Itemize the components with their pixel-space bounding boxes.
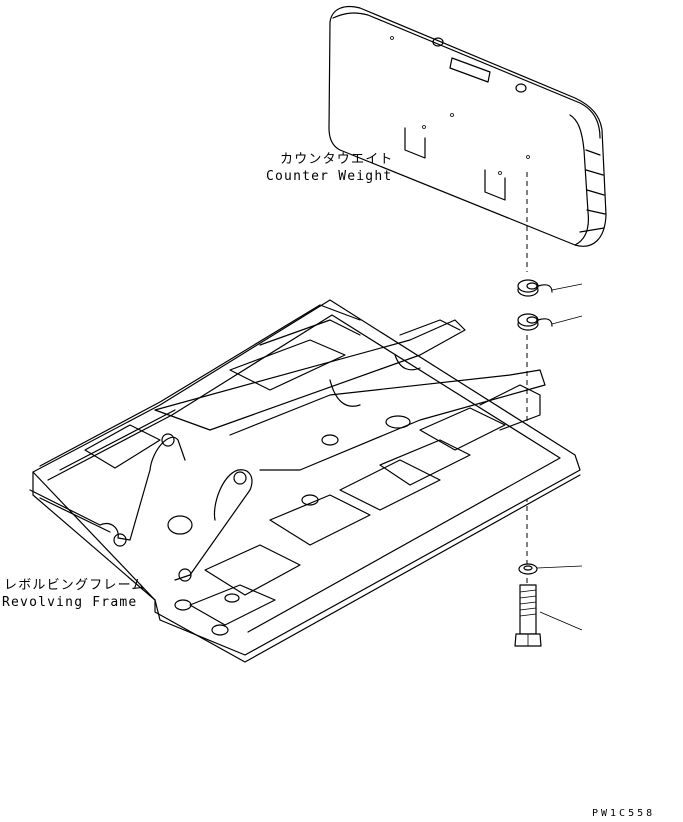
revolving-frame-part bbox=[29, 299, 581, 663]
drawing-code: PW1C558 bbox=[592, 808, 656, 819]
counterweight-label-jp: カウンタウエイト bbox=[280, 152, 394, 167]
washer-upper bbox=[517, 279, 583, 297]
counterweight-part bbox=[328, 5, 607, 247]
washer-middle bbox=[517, 313, 583, 331]
frame-label-jp: レボルビングフレーム bbox=[4, 578, 146, 593]
counterweight-label-en: Counter Weight bbox=[266, 169, 393, 184]
bolt bbox=[514, 584, 583, 647]
frame-label-en: Revolving Frame bbox=[2, 595, 138, 610]
washer-lower bbox=[518, 563, 583, 575]
